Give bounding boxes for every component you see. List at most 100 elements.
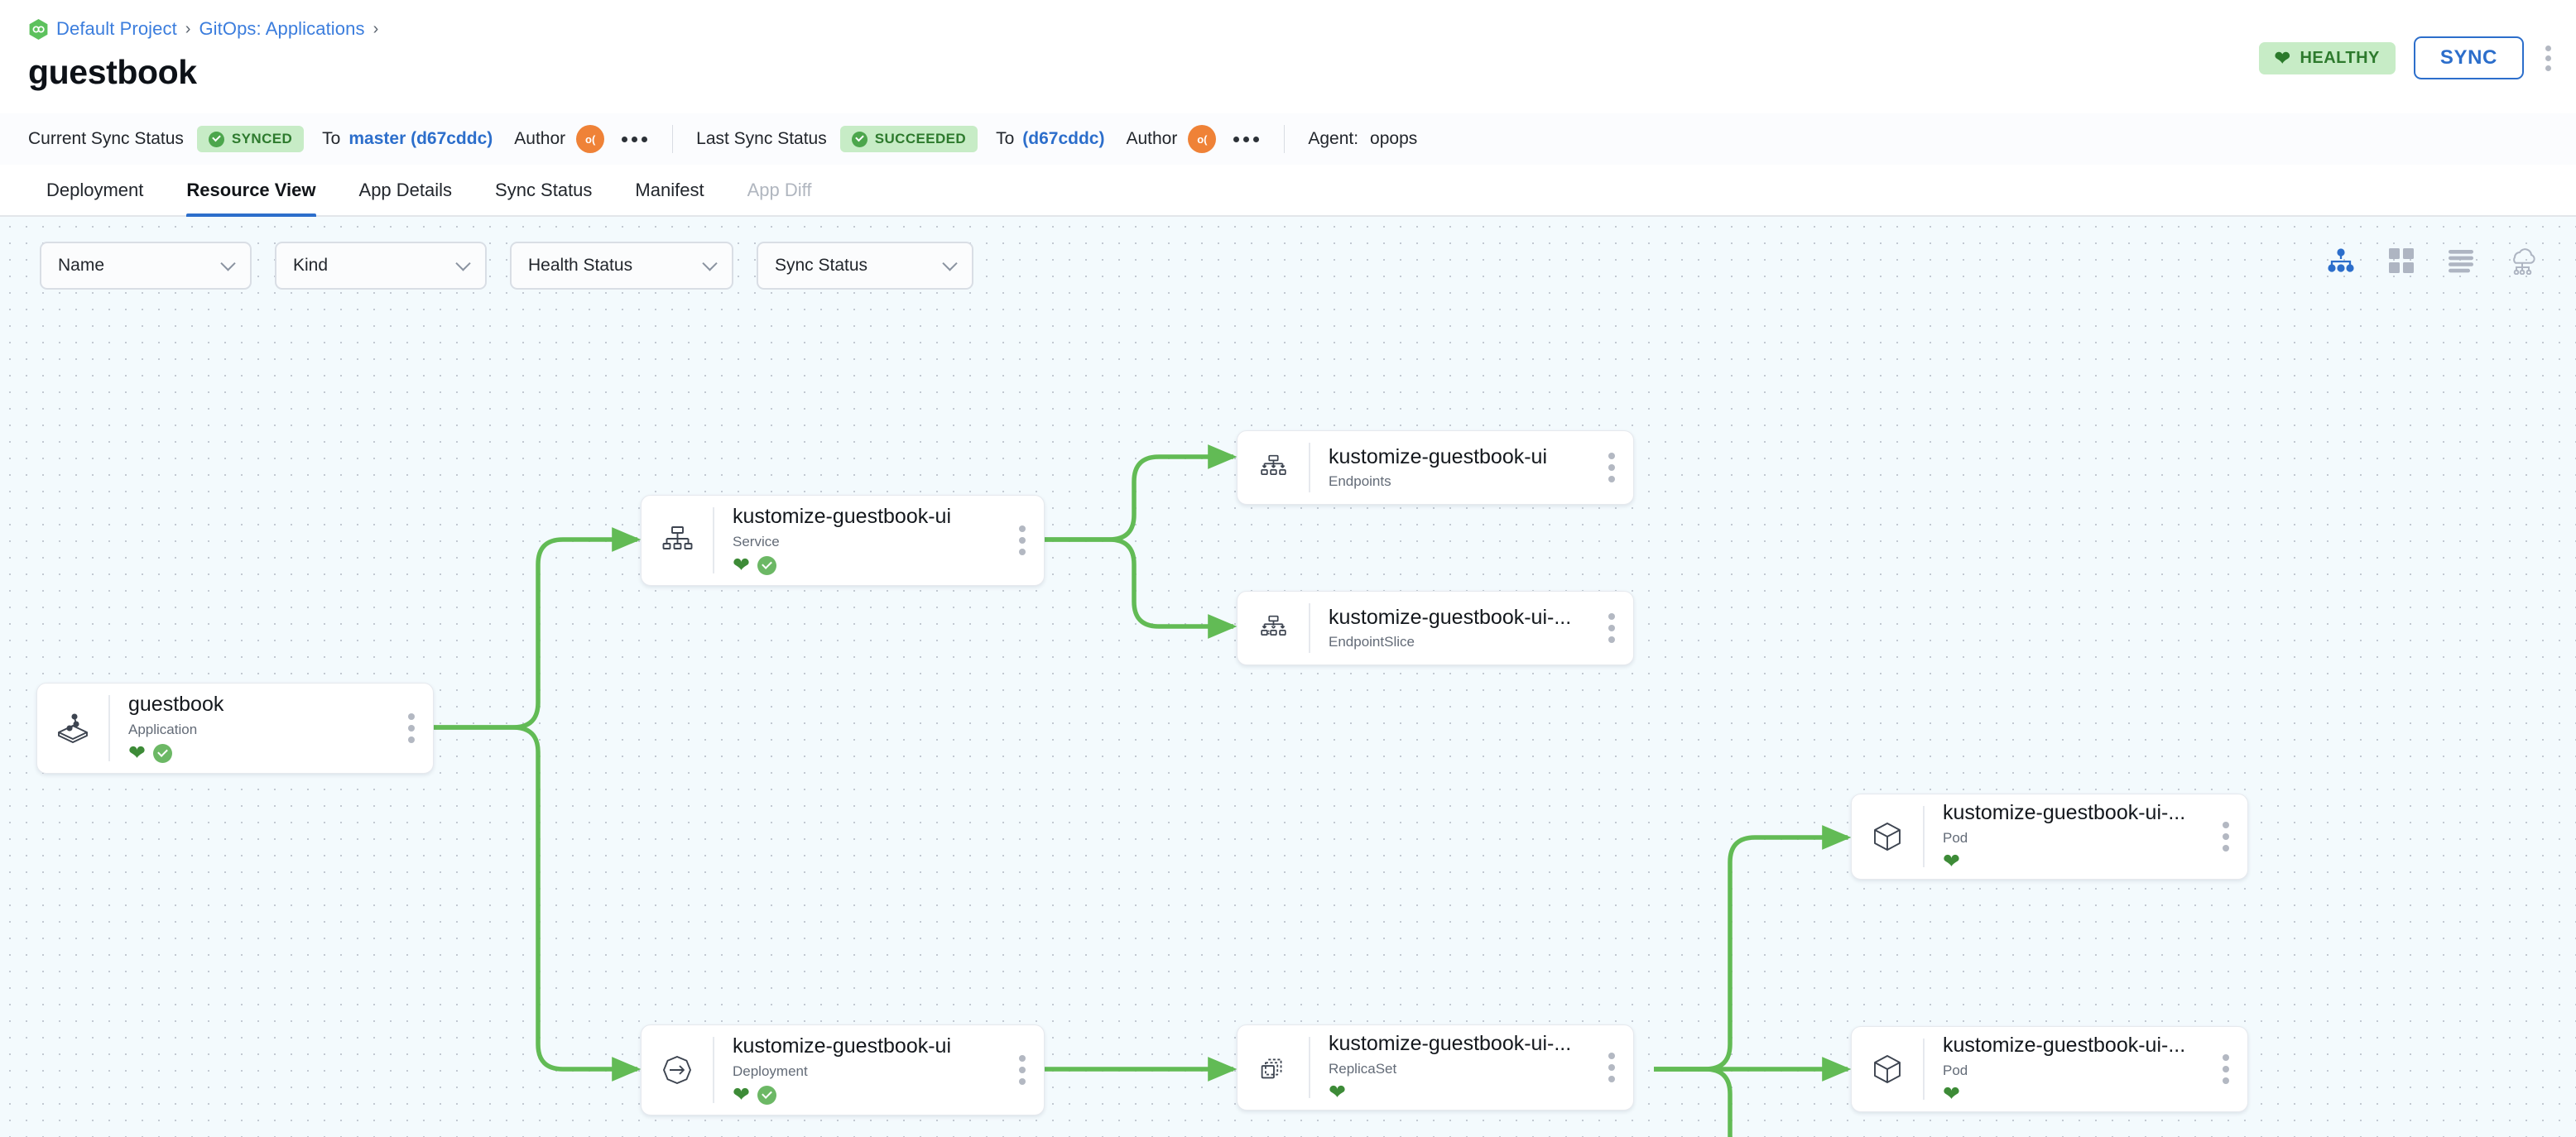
node-status: ❤: [1943, 1084, 2204, 1105]
divider-2: [1284, 125, 1286, 153]
tree-view-icon[interactable]: [2326, 247, 2356, 275]
chevron-down-icon-2: [455, 256, 471, 271]
node-divider: [1309, 443, 1310, 492]
node-status: ❤: [733, 554, 1001, 578]
synced-check-icon: [757, 556, 776, 576]
tab-manifest[interactable]: Manifest: [635, 180, 704, 200]
synced-check-icon: [757, 1086, 776, 1106]
tab-deployment[interactable]: Deployment: [46, 180, 144, 200]
heart-icon: ❤: [1943, 850, 1960, 874]
node-title: kustomize-guestbook-ui: [733, 505, 952, 529]
endpointslice-icon: [1238, 611, 1309, 645]
filter-kind-label: Kind: [293, 256, 329, 275]
service-icon: [642, 522, 713, 559]
check-circle-icon: [208, 131, 224, 147]
node-title: guestbook: [128, 693, 224, 717]
last-sync-status-chip: SUCCEEDED: [839, 126, 978, 152]
heart-icon: ❤: [733, 554, 750, 578]
last-sync-status-label: Last Sync Status: [696, 129, 827, 148]
current-revision-link[interactable]: master (d67cddc): [348, 129, 493, 148]
header-actions: ❤ HEALTHY SYNC: [2258, 36, 2554, 79]
graph-node-pod-2[interactable]: kustomize-guestbook-ui-... Pod ❤: [1851, 1026, 2248, 1112]
harness-hexagon-icon: [28, 18, 49, 41]
chevron-down-icon-4: [942, 256, 958, 271]
breadcrumb-item-gitops-applications[interactable]: GitOps: Applications: [199, 18, 365, 39]
node-kind: ReplicaSet: [1329, 1060, 1397, 1077]
filter-sync-status[interactable]: Sync Status: [757, 242, 973, 290]
graph-node-endpoints[interactable]: kustomize-guestbook-ui Endpoints: [1237, 430, 1634, 505]
graph-node-pod-1[interactable]: kustomize-guestbook-ui-... Pod ❤: [1851, 794, 2248, 880]
chevron-down-icon-3: [702, 256, 718, 271]
node-kind: EndpointSlice: [1329, 634, 1415, 650]
current-sync-status-label: Current Sync Status: [28, 129, 184, 148]
tab-sync-status[interactable]: Sync Status: [495, 180, 593, 200]
node-kind: Endpoints: [1329, 473, 1391, 490]
node-divider: [1923, 1039, 1925, 1100]
node-divider: [1923, 806, 1925, 867]
heart-icon: ❤: [128, 741, 146, 765]
network-view-icon[interactable]: [2506, 247, 2538, 276]
agent-label: Agent:: [1308, 129, 1359, 148]
check-circle-icon-2: [851, 131, 867, 147]
node-more-options-icon[interactable]: [1011, 525, 1044, 555]
current-author-label: Author: [514, 129, 566, 148]
node-kind: Pod: [1943, 1062, 1968, 1078]
pod-icon: [1852, 818, 1923, 855]
node-title: kustomize-guestbook-ui-...: [1329, 605, 1572, 629]
node-title: kustomize-guestbook-ui-...: [1943, 1034, 2186, 1058]
breadcrumb-separator-2: ›: [372, 19, 379, 38]
filter-health-status[interactable]: Health Status: [510, 242, 733, 290]
node-more-options-icon[interactable]: [1600, 613, 1633, 643]
graph-node-service[interactable]: kustomize-guestbook-ui Service ❤: [641, 495, 1045, 586]
node-more-options-icon[interactable]: [2214, 1054, 2247, 1084]
list-view-icon[interactable]: [2447, 248, 2475, 273]
node-kind: Deployment: [733, 1063, 808, 1079]
node-more-options-icon[interactable]: [400, 713, 433, 743]
node-body: kustomize-guestbook-ui-... Pod ❤: [1925, 1034, 2214, 1105]
avatar-2: o(: [1188, 125, 1217, 153]
node-body: kustomize-guestbook-ui-... EndpointSlice: [1310, 606, 1600, 651]
node-divider: [713, 507, 714, 573]
application-icon: [37, 710, 108, 746]
resource-graph-canvas[interactable]: Name Kind Health Status Sync Status: [0, 217, 2576, 1137]
graph-node-replicaset[interactable]: kustomize-guestbook-ui-... ReplicaSet ❤: [1237, 1024, 1634, 1111]
resource-graph: guestbook Application ❤: [0, 217, 2576, 1137]
last-author-more-icon[interactable]: [1232, 132, 1261, 147]
sync-button[interactable]: SYNC: [2413, 36, 2524, 79]
graph-node-deployment[interactable]: kustomize-guestbook-ui Deployment ❤: [641, 1024, 1045, 1115]
node-more-options-icon[interactable]: [2214, 822, 2247, 852]
node-title: kustomize-guestbook-ui: [1329, 444, 1548, 468]
synced-check-icon: [152, 744, 172, 764]
node-divider: [1309, 603, 1310, 653]
deployment-icon: [642, 1052, 713, 1088]
current-author-more-icon[interactable]: [620, 132, 649, 147]
node-body: kustomize-guestbook-ui Endpoints: [1310, 445, 1600, 491]
node-body: kustomize-guestbook-ui Deployment ❤: [714, 1034, 1011, 1106]
node-title: kustomize-guestbook-ui-...: [1943, 801, 2186, 825]
node-kind: Application: [128, 721, 198, 737]
node-more-options-icon[interactable]: [1011, 1055, 1044, 1085]
node-more-options-icon[interactable]: [1600, 453, 1633, 482]
filter-bar: Name Kind Health Status Sync Status: [40, 242, 973, 290]
node-kind: Pod: [1943, 829, 1968, 846]
avatar: o(: [576, 125, 605, 153]
status-badge-health: ❤ HEALTHY: [2258, 41, 2396, 74]
graph-node-application[interactable]: guestbook Application ❤: [36, 683, 434, 774]
last-revision-link[interactable]: (d67cddc): [1022, 129, 1105, 148]
filter-kind[interactable]: Kind: [275, 242, 487, 290]
more-options-icon[interactable]: [2542, 42, 2554, 74]
node-more-options-icon[interactable]: [1600, 1053, 1633, 1082]
grid-view-icon[interactable]: [2387, 247, 2415, 275]
breadcrumb-item-project[interactable]: Default Project: [56, 18, 177, 39]
graph-edges: [434, 444, 1852, 1137]
node-body: kustomize-guestbook-ui Service ❤: [714, 505, 1011, 576]
agent-value: opops: [1370, 129, 1418, 148]
tab-app-details[interactable]: App Details: [358, 180, 453, 200]
graph-node-endpointslice[interactable]: kustomize-guestbook-ui-... EndpointSlice: [1237, 591, 1634, 665]
node-divider: [1309, 1037, 1310, 1098]
heart-icon: ❤: [1329, 1081, 1346, 1105]
node-body: kustomize-guestbook-ui-... ReplicaSet ❤: [1310, 1032, 1600, 1103]
tab-resource-view[interactable]: Resource View: [165, 180, 337, 217]
filter-name[interactable]: Name: [40, 242, 252, 290]
